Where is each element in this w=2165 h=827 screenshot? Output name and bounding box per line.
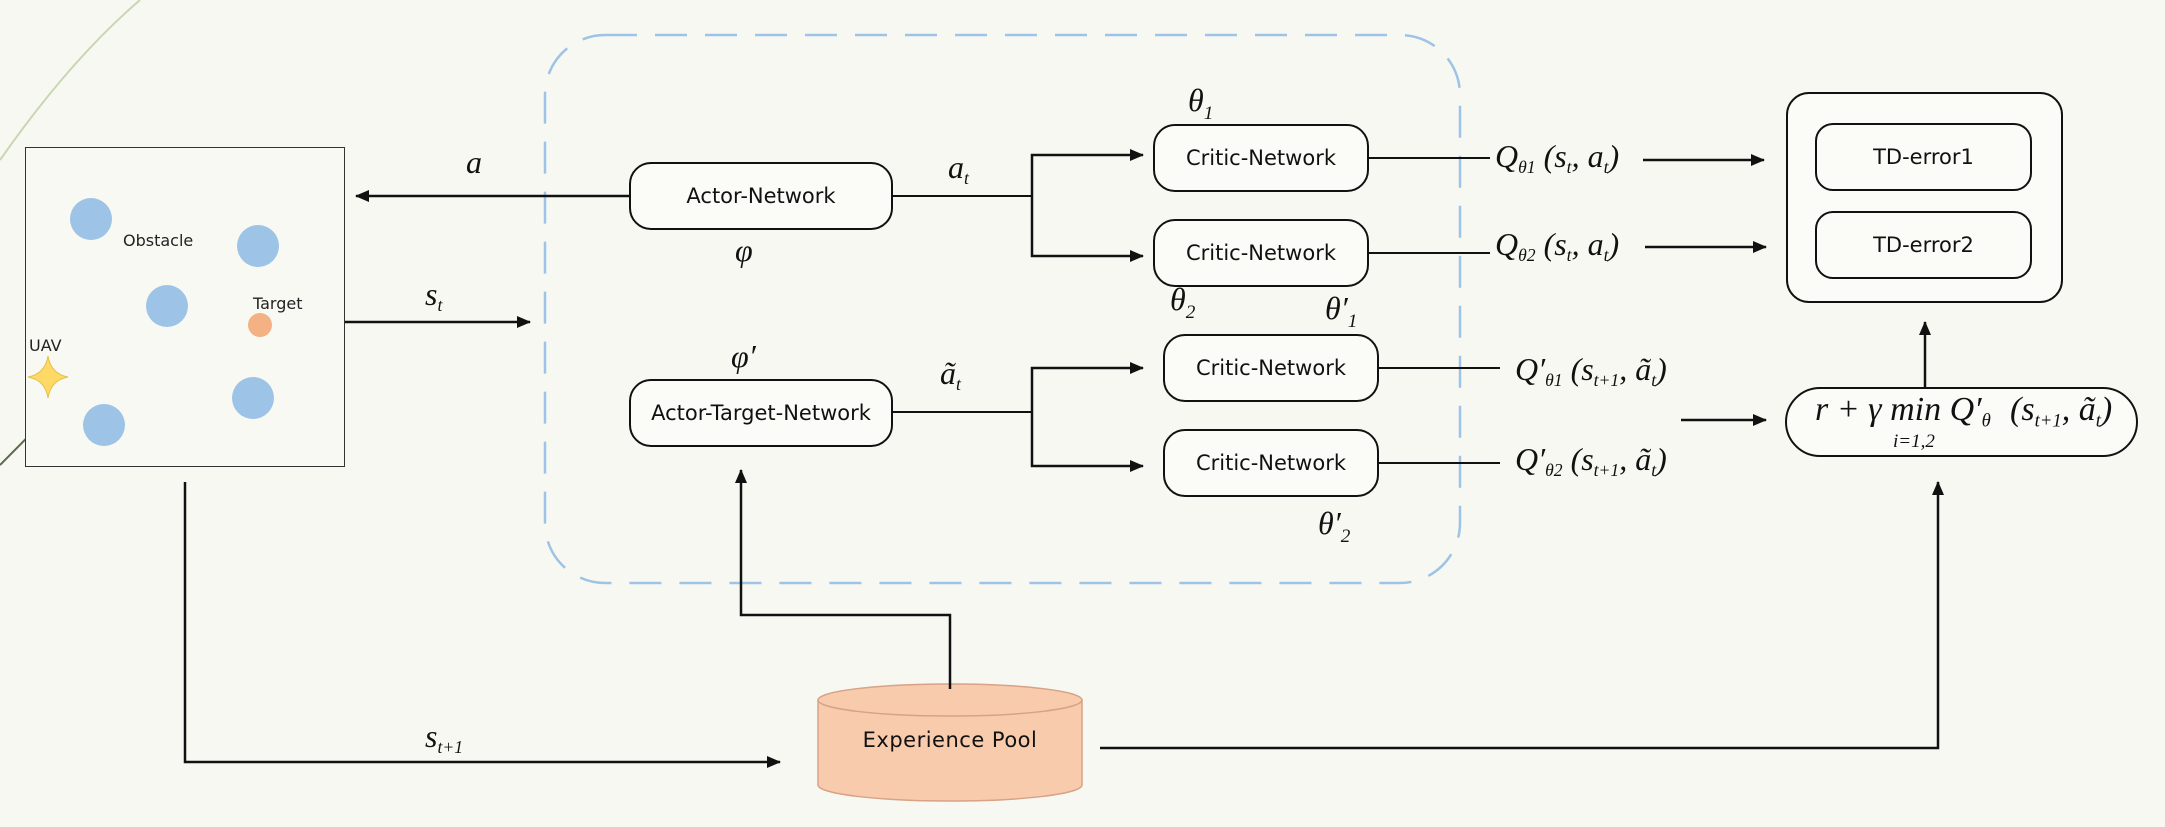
network-region-dashed: [543, 33, 1462, 585]
experience-pool-label: Experience Pool: [862, 728, 1038, 752]
next-state-arrow: [183, 482, 781, 768]
obstacle-label: Obstacle: [123, 231, 194, 250]
target-action-symbol: ãt: [940, 355, 961, 395]
actor-target-network-box: Actor-Target-Network: [629, 379, 893, 447]
decorative-curve: [0, 0, 141, 161]
phi-prime-symbol: φ′: [731, 338, 756, 374]
critic-network-box-1: Critic-Network: [1153, 124, 1369, 192]
theta2-symbol: θ2: [1170, 281, 1196, 323]
target-marker: [248, 313, 272, 337]
actor-network-box: Actor-Network: [629, 162, 893, 230]
state-symbol: st: [425, 276, 443, 316]
q1-output: Qθ1 (st, at): [1495, 138, 1620, 178]
actor-target-to-critic4-arrow: [1030, 412, 1144, 472]
uav-star-icon: [27, 355, 69, 399]
environment-panel: Obstacle Target UAV: [25, 147, 345, 467]
target-q-formula: r + γ min Q′θ: [1815, 391, 1991, 432]
obstacle-marker: [146, 285, 188, 327]
q2-output: Qθ2 (st, at): [1495, 226, 1620, 266]
target-q-args: (st+1, ãt): [2010, 391, 2113, 432]
q2-prime-output: Q′θ2 (st+1, ãt): [1515, 441, 1667, 481]
uav-label: UAV: [29, 336, 62, 355]
phi-symbol: φ: [735, 232, 753, 268]
pool-to-actor-target-arrow: [735, 469, 952, 689]
obstacle-marker: [83, 404, 125, 446]
next-state-symbol: st+1: [425, 718, 464, 758]
target-q-min-sub: i=1,2: [1893, 431, 1935, 452]
theta1-symbol: θ1: [1188, 82, 1214, 124]
critic-network-box-3: Critic-Network: [1163, 334, 1379, 402]
obstacle-marker: [70, 198, 112, 240]
actor-to-critic1-arrow: [1030, 149, 1144, 196]
action-symbol: a: [466, 144, 482, 180]
obstacle-marker: [237, 225, 279, 267]
td-error2-box: TD-error2: [1815, 211, 2032, 279]
actor-to-critic2-arrow: [1030, 196, 1144, 262]
obstacle-marker: [232, 377, 274, 419]
critic-network-box-2: Critic-Network: [1153, 219, 1369, 287]
q1-prime-output: Q′θ1 (st+1, ãt): [1515, 351, 1667, 391]
target-q-box: [1785, 387, 2138, 457]
actor-action-symbol: at: [948, 149, 969, 189]
actor-target-to-critic3-arrow: [1030, 362, 1144, 412]
theta2-prime-symbol: θ′2: [1318, 505, 1351, 547]
theta1-prime-symbol: θ′1: [1325, 290, 1358, 332]
td-error1-box: TD-error1: [1815, 123, 2032, 191]
target-label: Target: [253, 294, 303, 313]
pool-to-target-arrow: [1100, 481, 1944, 750]
critic-network-box-4: Critic-Network: [1163, 429, 1379, 497]
